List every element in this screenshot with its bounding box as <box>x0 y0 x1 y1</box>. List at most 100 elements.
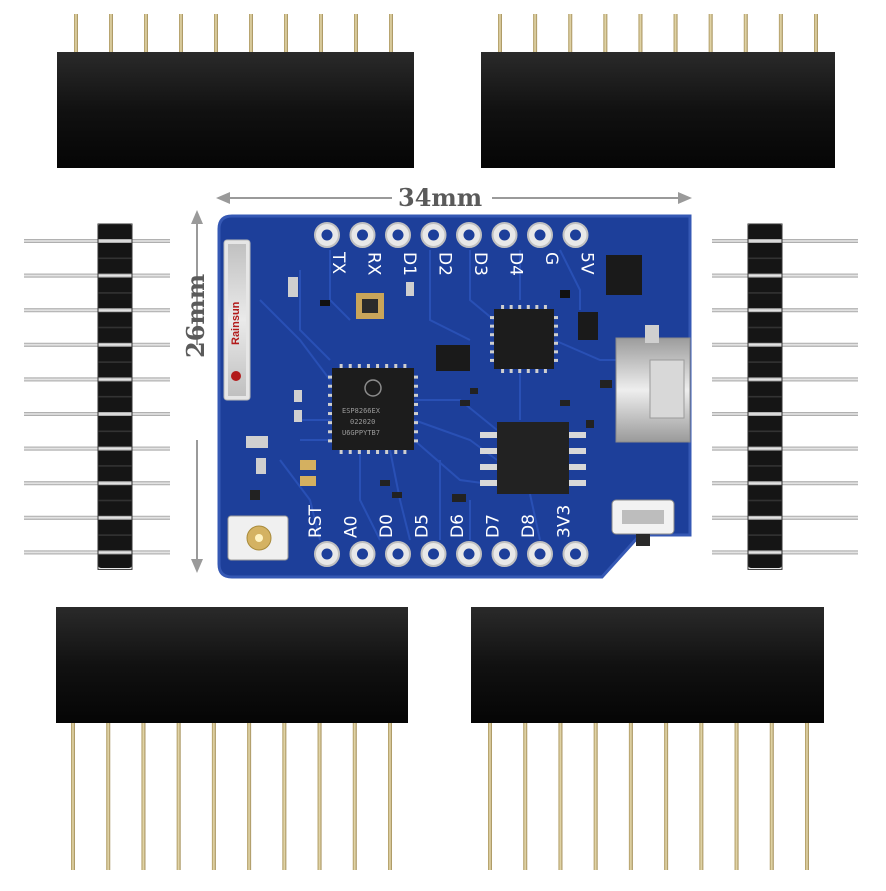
flash-leg <box>480 432 497 438</box>
pin-label-top: D3 <box>470 252 490 276</box>
pin-hole-center <box>357 548 368 560</box>
chip-leg <box>403 364 407 368</box>
header-pin <box>712 308 858 313</box>
chip-leg <box>376 450 380 454</box>
chip-leg <box>554 324 558 328</box>
pin-hole-center <box>463 548 475 560</box>
pin-label-top: RX <box>364 252 384 276</box>
pin-hole-center <box>357 229 368 241</box>
chip-leg <box>414 393 418 397</box>
header-pin <box>638 14 643 52</box>
smd-part <box>560 290 570 298</box>
sensor <box>356 293 384 319</box>
header-pin <box>734 723 739 870</box>
chip-leg <box>490 333 494 337</box>
header-pin <box>24 308 170 313</box>
female-header-bottom <box>56 607 824 723</box>
chip-leg <box>535 369 539 373</box>
header-pin <box>628 723 633 870</box>
chip-leg <box>501 305 505 309</box>
chip-leg <box>554 358 558 362</box>
smd-part <box>452 494 466 502</box>
header-pin <box>141 723 146 870</box>
header-pins-bottom <box>71 723 809 870</box>
header-cell <box>747 500 783 536</box>
header-pin <box>712 412 858 416</box>
smd-part <box>392 492 402 498</box>
chip-leg <box>554 333 558 337</box>
header-cell <box>747 292 783 328</box>
header-pin <box>805 723 809 870</box>
chip-leg <box>509 305 513 309</box>
pin-label-top: TX <box>328 251 348 274</box>
header-pin <box>712 239 858 243</box>
header-pin <box>214 14 218 52</box>
header-cell <box>97 431 133 467</box>
chip-leg <box>501 369 505 373</box>
flash-leg <box>569 432 586 438</box>
header-pin <box>24 377 170 382</box>
smd-part <box>380 480 390 486</box>
header-cell <box>97 258 133 294</box>
smd-part <box>586 420 594 428</box>
pin-hole-center <box>463 229 475 241</box>
chip-leg <box>414 439 418 443</box>
pin-label-bottom: D5 <box>413 514 433 538</box>
header-pin <box>211 723 216 870</box>
header-pin <box>568 14 573 52</box>
pcb-trace <box>429 250 471 341</box>
pin-holes-top <box>314 222 589 248</box>
esp-chip-markings: ESP8266EX 022020 U6GPPYTB7 <box>342 407 381 437</box>
smd-part <box>250 490 260 500</box>
smd-part <box>470 388 478 394</box>
small-ic <box>436 255 642 371</box>
dimension-arrow-height <box>191 210 203 573</box>
chip-leg <box>518 305 522 309</box>
header-pin <box>712 481 858 486</box>
smd-part <box>600 380 612 388</box>
antenna-brand: Rainsun <box>230 301 242 345</box>
header-pin <box>593 723 598 870</box>
header-cell <box>747 465 783 501</box>
header-pin <box>769 723 774 870</box>
smd-part <box>406 282 414 296</box>
smd-part <box>460 400 470 406</box>
chip-leg <box>490 316 494 320</box>
header-cell <box>747 223 783 259</box>
header-pin <box>317 723 322 870</box>
header-pin <box>282 723 287 870</box>
header-pin <box>106 723 111 870</box>
header-pin <box>673 14 678 52</box>
pin-holes-bottom <box>314 541 589 567</box>
width-dimension: 34mm <box>398 183 483 212</box>
pin-label-bottom: A0 <box>342 516 362 538</box>
ipex-connector <box>227 515 289 561</box>
smd-part <box>560 400 570 406</box>
pin-label-top: D2 <box>435 252 455 276</box>
pin-hole-center <box>534 548 546 560</box>
header-pin <box>712 446 858 451</box>
header-pin <box>24 446 170 451</box>
header-pin <box>712 342 858 347</box>
pin-hole-center <box>570 548 581 560</box>
header-pin <box>558 723 563 870</box>
pcb-trace <box>359 450 381 541</box>
header-pin <box>24 412 170 416</box>
dimension-arrow-width <box>216 192 692 204</box>
header-pin <box>24 342 170 347</box>
header-cell <box>97 223 133 259</box>
chip-leg <box>385 364 389 368</box>
pin-hole-center <box>392 229 404 241</box>
chip-leg <box>543 369 547 373</box>
chip-leg <box>509 369 513 373</box>
header-cell <box>747 534 783 570</box>
usb-serial-chip <box>494 309 554 369</box>
pin-label-top: D1 <box>399 252 419 276</box>
header-pin <box>284 14 288 52</box>
chip-leg <box>394 364 398 368</box>
flash-leg <box>480 448 497 454</box>
pin-hole-center <box>570 229 581 241</box>
header-cell <box>97 361 133 397</box>
male-header-right <box>712 223 858 570</box>
